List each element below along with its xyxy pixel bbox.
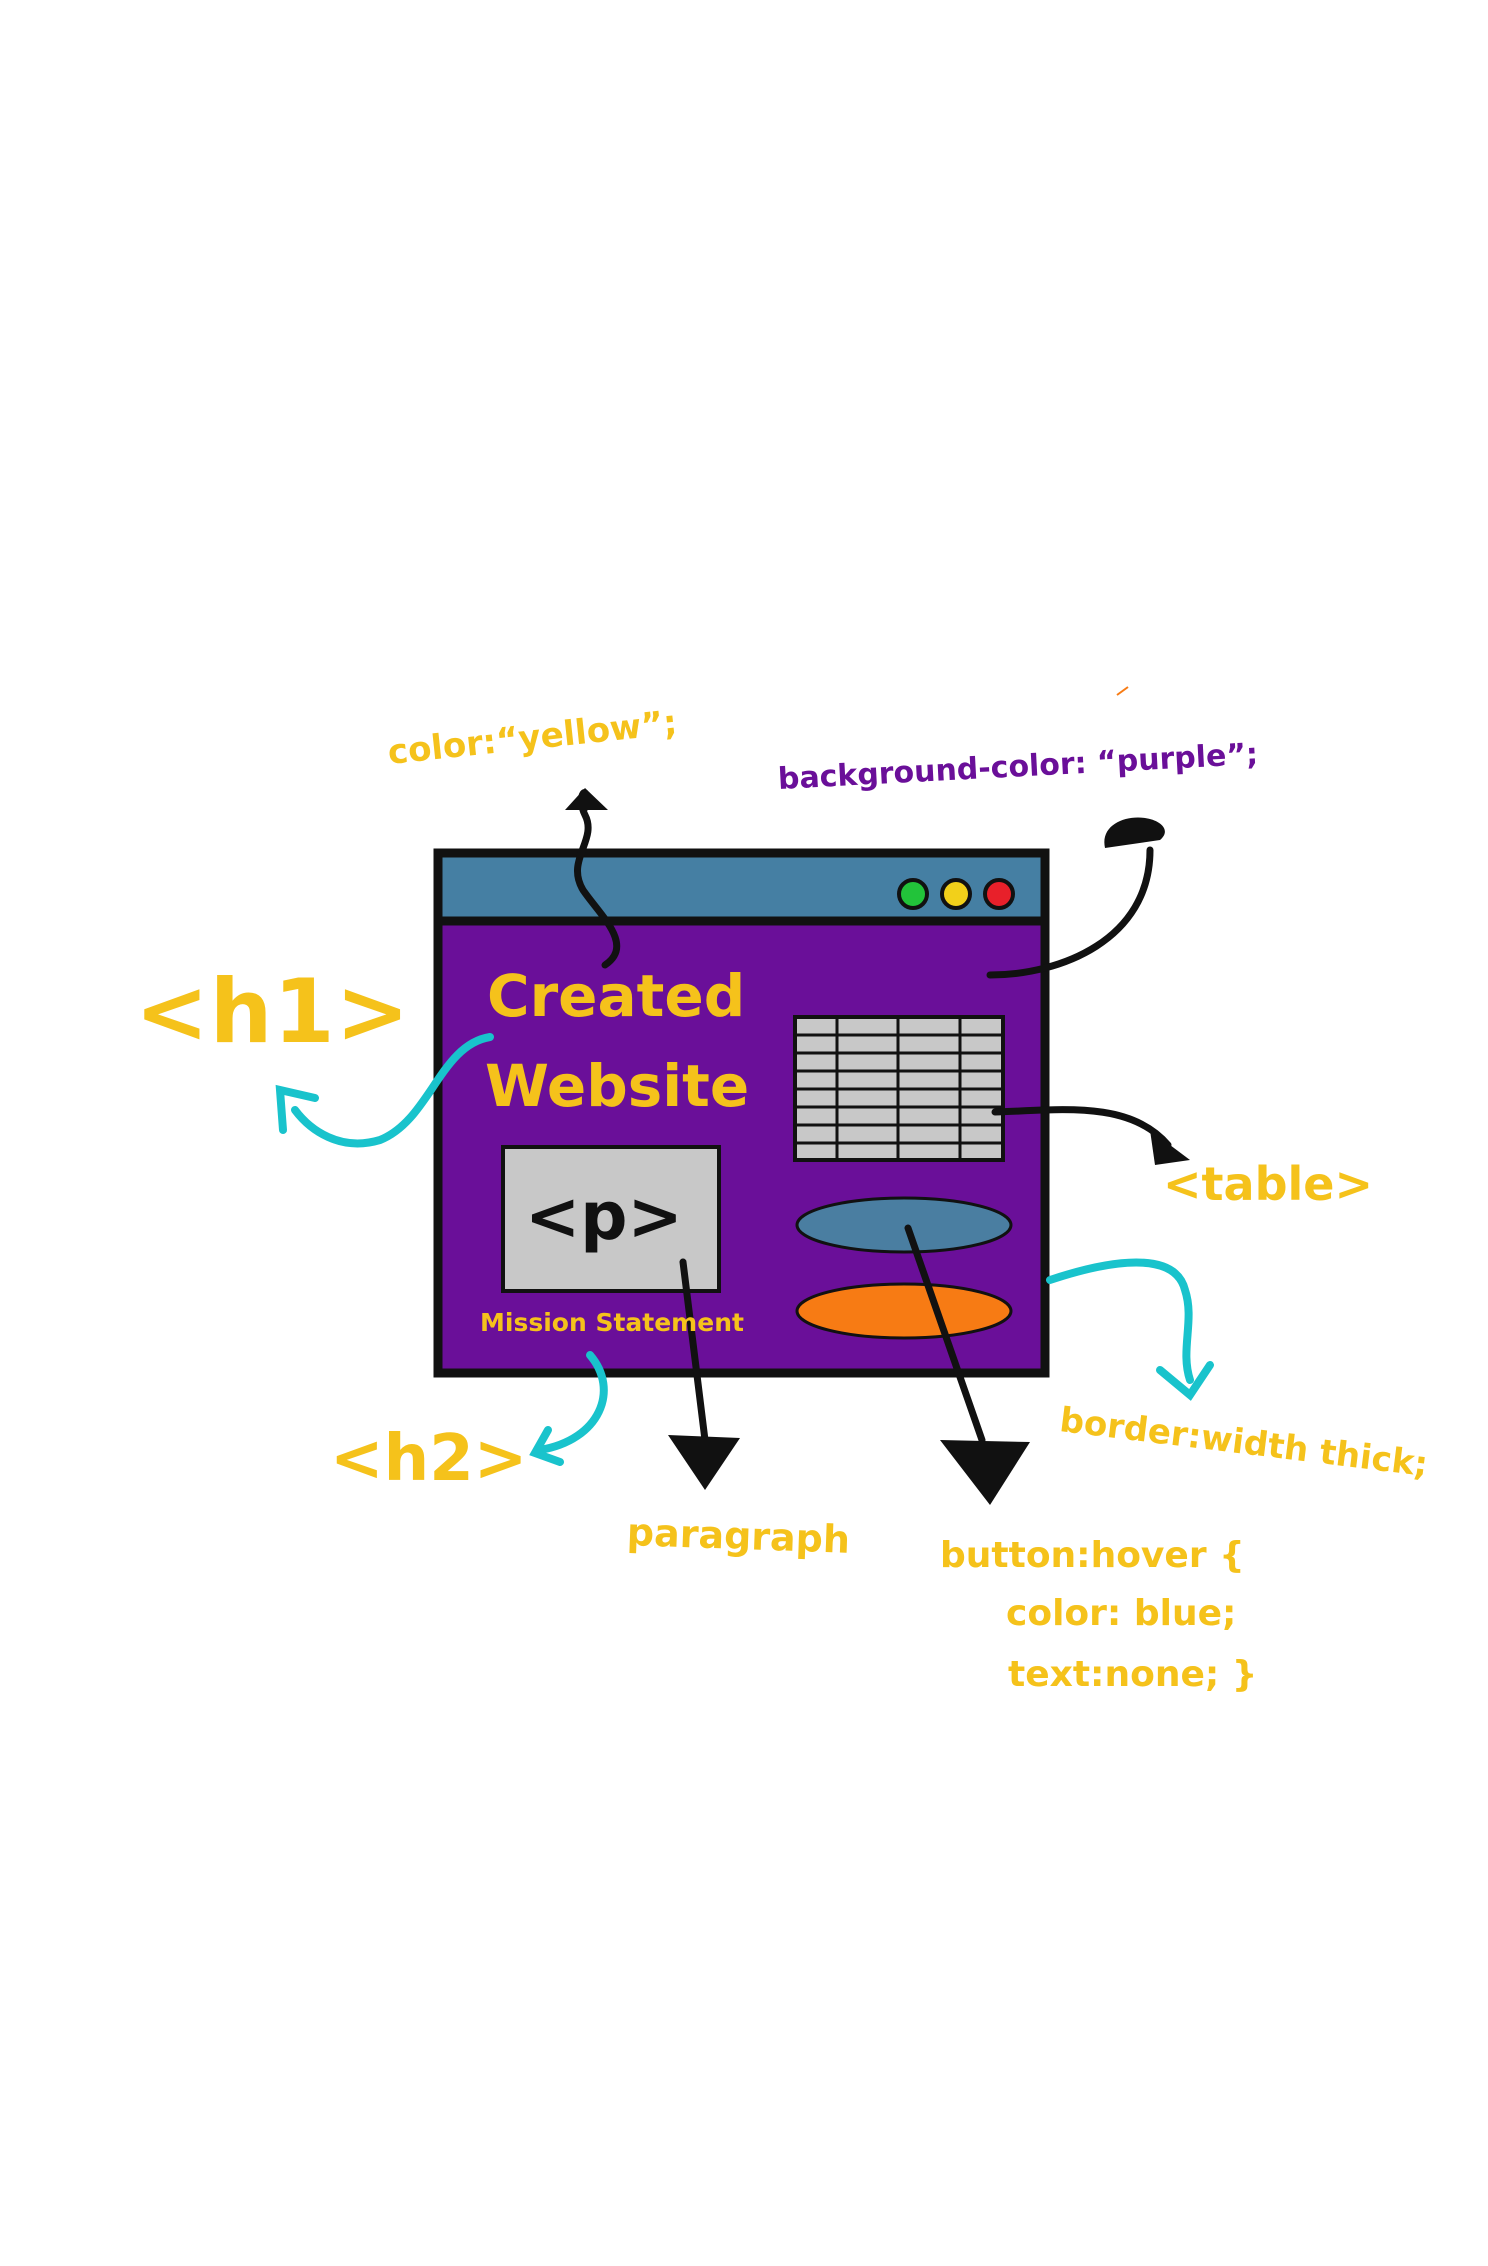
blue-button <box>795 1196 1013 1254</box>
hover-line1: button:hover { <box>940 1535 1245 1576</box>
hover-line3: text:none; } <box>1008 1654 1258 1695</box>
green-dot-icon <box>897 878 929 910</box>
yellow-dot-icon <box>940 878 972 910</box>
red-dot-icon <box>983 878 1015 910</box>
arrowheads-black <box>565 788 1190 1505</box>
hover-line2: color: blue; <box>1006 1593 1237 1634</box>
mission-statement: Mission Statement <box>480 1308 744 1337</box>
h2-tag: <h2> <box>330 1422 528 1496</box>
stray-mark <box>1116 686 1129 696</box>
orange-button <box>795 1282 1013 1340</box>
p-tag-label: <p> <box>525 1178 683 1255</box>
h1-line2: Website <box>485 1052 750 1120</box>
h1-line1: Created <box>487 962 746 1030</box>
table-grid <box>793 1015 1005 1162</box>
arrows-cyan <box>275 1033 1214 1466</box>
h1-tag: <h1> <box>135 960 411 1063</box>
paragraph-label: paragraph <box>626 1510 851 1562</box>
arrows-black <box>574 789 1172 1444</box>
table-tag: <table> <box>1163 1157 1374 1211</box>
